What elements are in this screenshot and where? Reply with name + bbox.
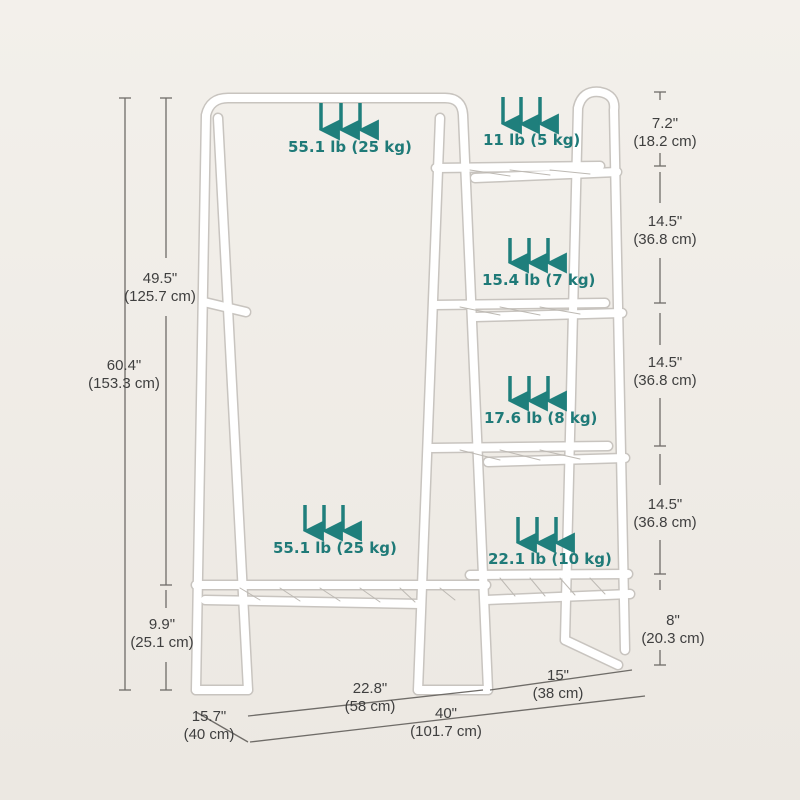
bottom-shelf-cm: (20.3 cm) xyxy=(641,630,705,647)
bottom-shelf-inch: 8" xyxy=(666,612,680,629)
total-height-dimension: 60.4" (153.3 cm) xyxy=(78,357,170,393)
hanging-rod-load-label: 55.1 lb (25 kg) xyxy=(288,138,412,156)
depth-inch: 15.7" xyxy=(191,708,227,725)
bottom-right-load-label: 22.1 lb (10 kg) xyxy=(488,550,612,568)
top-gap-inch: 7.2" xyxy=(651,115,679,132)
depth-cm: (40 cm) xyxy=(183,726,235,743)
rod-height-dimension: 49.5" (125.7 cm) xyxy=(120,270,200,306)
total-width-inch: 40" xyxy=(434,705,457,722)
bottom-left-load-label: 55.1 lb (25 kg) xyxy=(273,539,397,557)
top-gap-dimension: 7.2" (18.2 cm) xyxy=(626,115,704,151)
top-gap-cm: (18.2 cm) xyxy=(633,133,697,150)
left-width-cm: (58 cm) xyxy=(344,698,396,715)
total-width-dimension: 40" (101.7 cm) xyxy=(400,705,492,741)
load-arrows xyxy=(302,97,575,554)
total-height-inch: 60.4" xyxy=(106,357,142,374)
dimension-lines xyxy=(119,91,666,743)
left-width-dimension: 22.8" (58 cm) xyxy=(332,680,408,716)
total-height-cm: (153.3 cm) xyxy=(88,375,160,392)
second-shelf-load-label: 15.4 lb (7 kg) xyxy=(482,271,596,289)
shelf-gap-3-cm: (36.8 cm) xyxy=(633,514,697,531)
depth-dimension: 15.7" (40 cm) xyxy=(172,708,246,744)
shelf-gap-1-inch: 14.5" xyxy=(647,213,683,230)
rod-height-inch: 49.5" xyxy=(142,270,178,287)
right-width-dimension: 15" (38 cm) xyxy=(520,667,596,703)
third-shelf-load-label: 17.6 lb (8 kg) xyxy=(484,409,598,427)
bottom-clearance-dimension: 9.9" (25.1 cm) xyxy=(124,616,200,652)
shelf-gap-2-inch: 14.5" xyxy=(647,354,683,371)
shelf-gap-1-cm: (36.8 cm) xyxy=(633,231,697,248)
shelf-gap-3-inch: 14.5" xyxy=(647,496,683,513)
top-shelf-load-label: 11 lb (5 kg) xyxy=(483,131,581,149)
shelf-gap-3-dimension: 14.5" (36.8 cm) xyxy=(626,496,704,532)
shelf-gap-1-dimension: 14.5" (36.8 cm) xyxy=(626,213,704,249)
bottom-clearance-inch: 9.9" xyxy=(148,616,176,633)
bottom-clearance-cm: (25.1 cm) xyxy=(130,634,194,651)
bottom-shelf-dimension: 8" (20.3 cm) xyxy=(634,612,712,648)
left-width-inch: 22.8" xyxy=(352,680,388,697)
right-width-cm: (38 cm) xyxy=(532,685,584,702)
shelf-gap-2-dimension: 14.5" (36.8 cm) xyxy=(626,354,704,390)
total-width-cm: (101.7 cm) xyxy=(410,723,482,740)
rack-frame xyxy=(190,86,636,696)
right-width-inch: 15" xyxy=(546,667,569,684)
rod-height-cm: (125.7 cm) xyxy=(124,288,196,305)
shelf-gap-2-cm: (36.8 cm) xyxy=(633,372,697,389)
